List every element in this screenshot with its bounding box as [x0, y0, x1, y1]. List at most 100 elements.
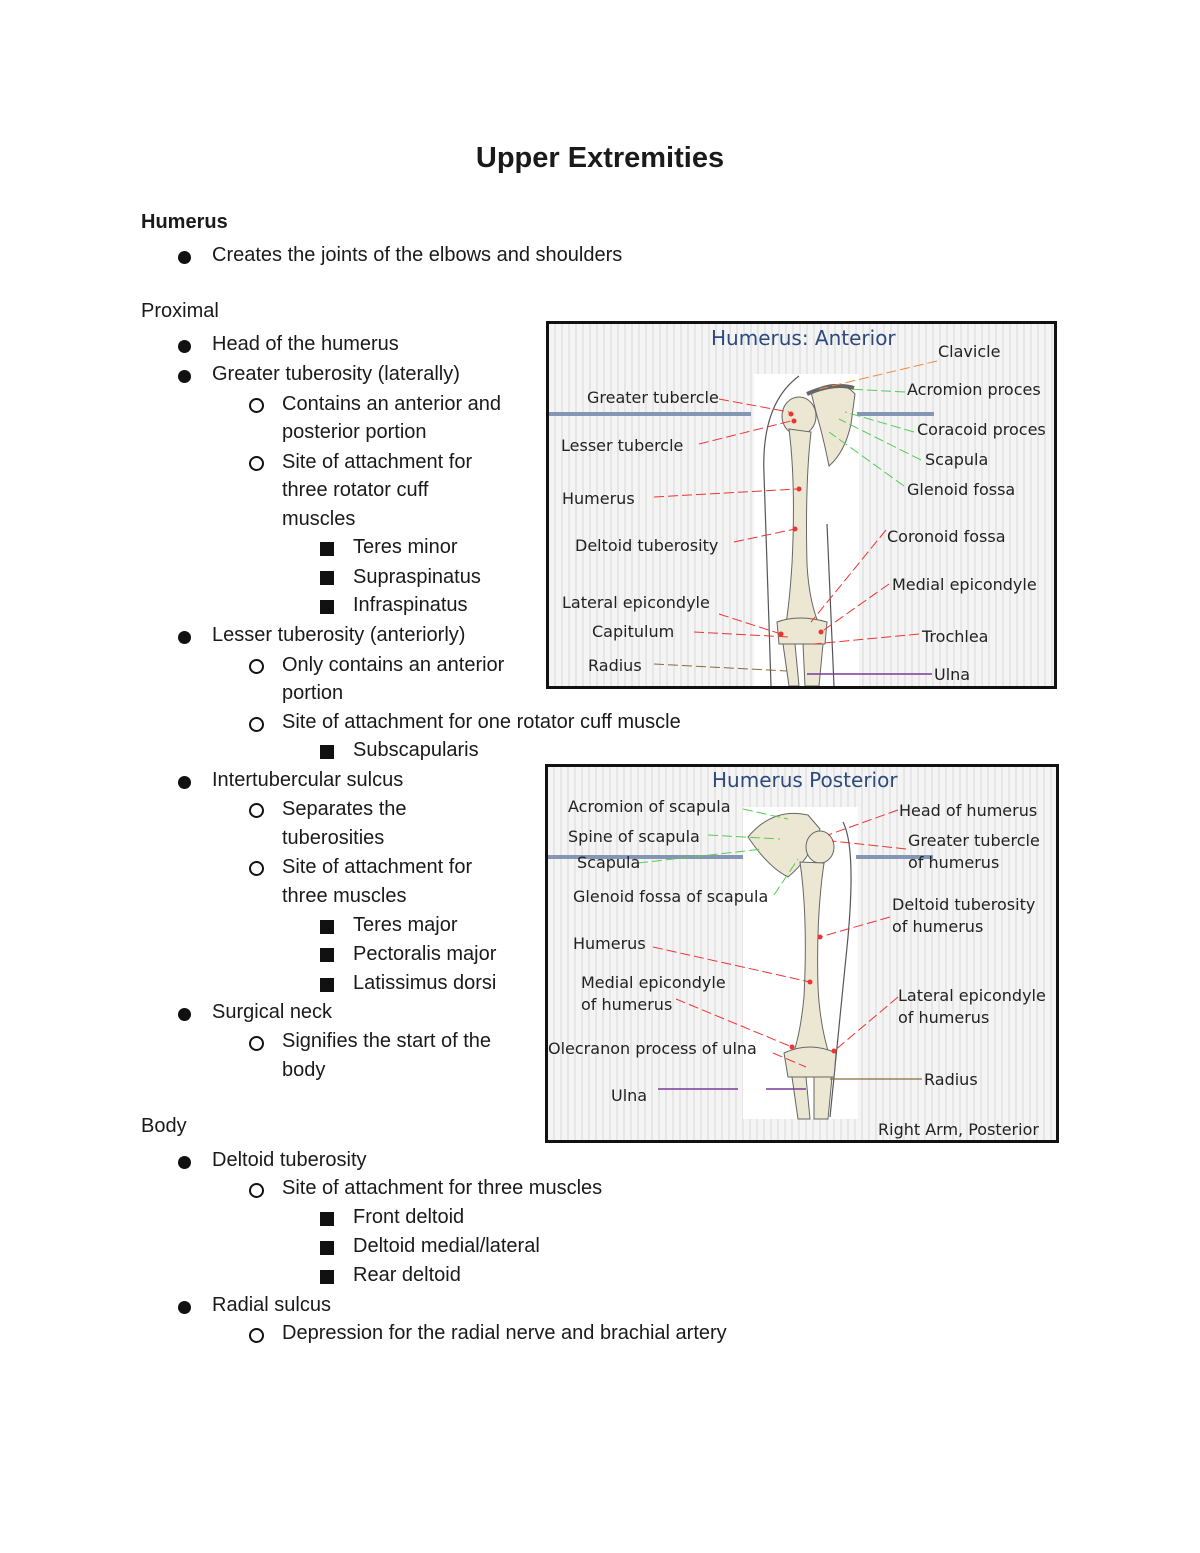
bullet-dot: [178, 776, 191, 789]
bullet-circle: [249, 717, 264, 732]
list-item: Head of the humerus: [212, 333, 399, 355]
label-spine-of-scapula: Spine of scapula: [568, 827, 700, 846]
list-item: Site of attachment for: [282, 451, 473, 473]
label-trochlea: Trochlea: [922, 627, 989, 646]
bullet-square: [320, 948, 334, 962]
label-radius: Radius: [588, 656, 642, 675]
list-item: Pectoralis major: [353, 943, 497, 965]
label-greater-tubercle: Greater tubercle: [908, 831, 1040, 850]
subsection-label-body: Body: [141, 1115, 187, 1137]
list-item-continuation: three muscles: [282, 885, 407, 907]
label-clavicle: Clavicle: [938, 342, 1001, 361]
list-item: Greater tuberosity (laterally): [212, 363, 460, 385]
label-radius: Radius: [924, 1070, 978, 1089]
list-item: Subscapularis: [353, 739, 479, 761]
list-item: Teres minor: [353, 536, 458, 558]
list-item: Signifies the start of the: [282, 1030, 492, 1052]
list-item: Contains an anterior and: [282, 393, 502, 415]
label-olecranon: Olecranon process of ulna: [548, 1039, 757, 1058]
label-lesser-tubercle: Lesser tubercle: [561, 436, 684, 455]
bullet-square: [320, 542, 334, 556]
label-acromion: Acromion proces: [907, 380, 1041, 399]
label-lateral-epicondyle-2: of humerus: [898, 1008, 990, 1027]
bullet-square: [320, 1270, 334, 1284]
list-item: Intertubercular sulcus: [212, 769, 404, 791]
list-item-continuation: muscles: [282, 508, 356, 530]
list-item: Deltoid medial/lateral: [353, 1235, 540, 1257]
bullet-square: [320, 978, 334, 992]
page-title: Upper Extremities: [475, 142, 725, 174]
bullet-square: [320, 571, 334, 585]
list-item-continuation: three rotator cuff: [282, 479, 429, 501]
bullet-dot: [178, 251, 191, 264]
bullet-circle: [249, 456, 264, 471]
subsection-label-proximal: Proximal: [141, 300, 219, 322]
list-item-continuation: body: [282, 1059, 326, 1081]
section-heading-humerus: Humerus: [141, 211, 228, 233]
bullet-dot: [178, 1301, 191, 1314]
label-ulna: Ulna: [611, 1086, 648, 1105]
humerus-posterior-figure: Humerus Posterior Acromion of scapula He…: [545, 764, 1059, 1143]
label-medial-epicondyle-2: of humerus: [581, 995, 673, 1014]
label-scapula: Scapula: [577, 853, 641, 872]
list-item: Surgical neck: [212, 1001, 333, 1023]
label-lateral-epicondyle: Lateral epicondyle: [562, 593, 710, 612]
list-item: Infraspinatus: [353, 594, 468, 616]
bullet-circle: [249, 1328, 264, 1343]
bullet-square: [320, 920, 334, 934]
list-item: Lesser tuberosity (anteriorly): [212, 624, 466, 646]
label-lateral-epicondyle: Lateral epicondyle: [898, 986, 1046, 1005]
list-item: Supraspinatus: [353, 566, 481, 588]
label-coronoid-fossa: Coronoid fossa: [887, 527, 1006, 546]
list-item: Separates the: [282, 798, 407, 820]
bullet-square: [320, 1212, 334, 1226]
bullet-square: [320, 745, 334, 759]
bullet-square: [320, 600, 334, 614]
humerus-anterior-figure: Humerus: Anterior Clavicle Acromion proc…: [546, 321, 1057, 689]
figure-caption: Right Arm, Posterior: [878, 1120, 1039, 1139]
label-scapula: Scapula: [925, 450, 989, 469]
list-item: Front deltoid: [353, 1206, 465, 1228]
figure-title: Humerus Posterior: [712, 768, 898, 792]
list-item: Teres major: [353, 914, 458, 936]
list-item-continuation: portion: [282, 682, 344, 704]
label-capitulum: Capitulum: [592, 622, 675, 641]
humerus-posterior-illustration: [548, 807, 933, 1120]
label-glenoid-fossa: Glenoid fossa of scapula: [573, 887, 769, 906]
list-item: Rear deltoid: [353, 1264, 461, 1286]
list-item: Deltoid tuberosity: [212, 1149, 367, 1171]
humerus-anterior-illustration: [549, 360, 938, 686]
bullet-dot: [178, 1008, 191, 1021]
list-item-continuation: posterior portion: [282, 421, 427, 443]
label-deltoid-tuberosity-2: of humerus: [892, 917, 984, 936]
label-deltoid-tuberosity: Deltoid tuberosity: [892, 895, 1036, 914]
bullet-dot: [178, 370, 191, 383]
bullet-circle: [249, 1036, 264, 1051]
figure-title: Humerus: Anterior: [711, 326, 896, 350]
bullet-circle: [249, 659, 264, 674]
label-medial-epicondyle: Medial epicondyle: [581, 973, 726, 992]
list-item: Only contains an anterior: [282, 654, 505, 676]
bullet-square: [320, 1241, 334, 1255]
label-greater-tubercle-2: of humerus: [908, 853, 1000, 872]
bullet-circle: [249, 803, 264, 818]
label-head-of-humerus: Head of humerus: [899, 801, 1038, 820]
label-humerus: Humerus: [573, 934, 646, 953]
label-deltoid-tuberosity: Deltoid tuberosity: [575, 536, 719, 555]
list-item: Site of attachment for one rotator cuff …: [282, 711, 681, 733]
list-item: Depression for the radial nerve and brac…: [282, 1322, 727, 1344]
list-item: Site of attachment for: [282, 856, 473, 878]
list-item: Latissimus dorsi: [353, 972, 497, 994]
label-acromion: Acromion of scapula: [568, 797, 731, 816]
bullet-dot: [178, 340, 191, 353]
bullet-circle: [249, 1183, 264, 1198]
bullet-dot: [178, 1156, 191, 1169]
label-medial-epicondyle: Medial epicondyle: [892, 575, 1037, 594]
bullet-circle: [249, 398, 264, 413]
list-item: Radial sulcus: [212, 1294, 331, 1316]
list-item: Site of attachment for three muscles: [282, 1177, 603, 1199]
list-item: Creates the joints of the elbows and sho…: [212, 244, 623, 266]
bullet-dot: [178, 631, 191, 644]
bullet-circle: [249, 861, 264, 876]
label-greater-tubercle: Greater tubercle: [587, 388, 719, 407]
